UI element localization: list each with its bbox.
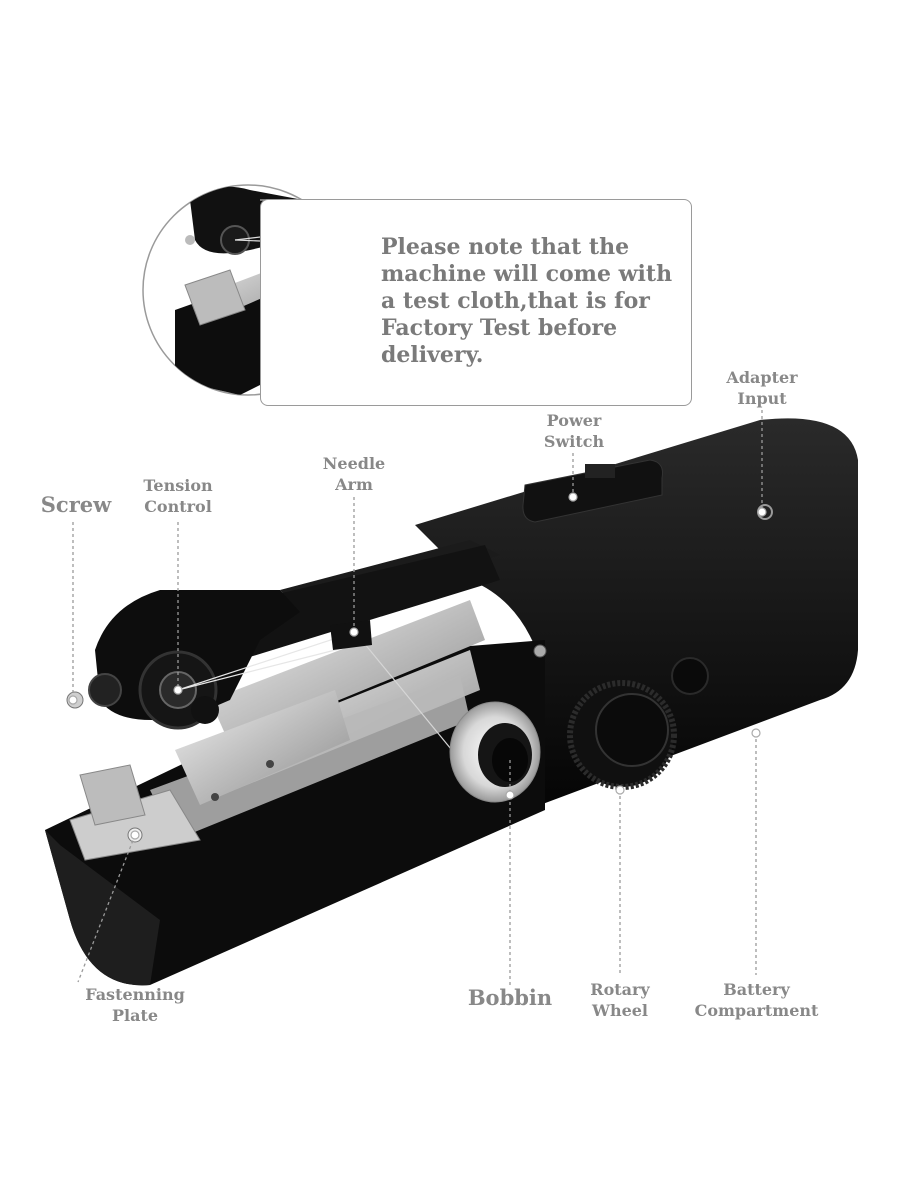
note-line: delivery. bbox=[381, 342, 484, 368]
label-adapter-input-line: Input bbox=[737, 389, 787, 408]
label-battery-compartment-line: Compartment bbox=[694, 1001, 819, 1020]
label-needle-arm: Needle Arm bbox=[304, 453, 404, 495]
label-fastening-plate-line: Fastenning bbox=[85, 985, 185, 1004]
note-text: Please note that the machine will come w… bbox=[381, 234, 686, 369]
machine-body bbox=[45, 418, 858, 986]
label-battery-compartment-line: Battery bbox=[723, 980, 790, 999]
note-line: a test cloth,that is for bbox=[381, 288, 650, 314]
note-line: Please note that the bbox=[381, 234, 630, 260]
label-fastening-plate: Fastenning Plate bbox=[70, 984, 200, 1026]
label-power-switch-line: Power bbox=[546, 411, 602, 430]
label-rotary-wheel-line: Wheel bbox=[591, 1001, 649, 1020]
label-bobbin: Bobbin bbox=[460, 986, 560, 1010]
label-needle-arm-line: Needle bbox=[322, 454, 386, 473]
label-tension-control-line: Tension bbox=[143, 476, 213, 495]
note-box bbox=[260, 199, 692, 406]
label-adapter-input-line: Adapter bbox=[726, 368, 798, 387]
label-needle-arm-line: Arm bbox=[335, 475, 373, 494]
note-line: machine will come with bbox=[381, 261, 673, 287]
label-adapter-input: Adapter Input bbox=[712, 367, 812, 409]
label-screw: Screw bbox=[36, 493, 116, 517]
label-rotary-wheel: Rotary Wheel bbox=[570, 979, 670, 1021]
label-fastening-plate-line: Plate bbox=[111, 1006, 159, 1025]
label-screw-text: Screw bbox=[40, 492, 112, 517]
label-bobbin-text: Bobbin bbox=[467, 985, 553, 1010]
label-rotary-wheel-line: Rotary bbox=[590, 980, 650, 999]
label-power-switch: Power Switch bbox=[524, 410, 624, 452]
label-tension-control: Tension Control bbox=[128, 475, 228, 517]
note-line: Factory Test before bbox=[381, 315, 618, 341]
label-tension-control-line: Control bbox=[144, 497, 212, 516]
label-battery-compartment: Battery Compartment bbox=[684, 979, 829, 1021]
label-power-switch-line: Switch bbox=[543, 432, 605, 451]
